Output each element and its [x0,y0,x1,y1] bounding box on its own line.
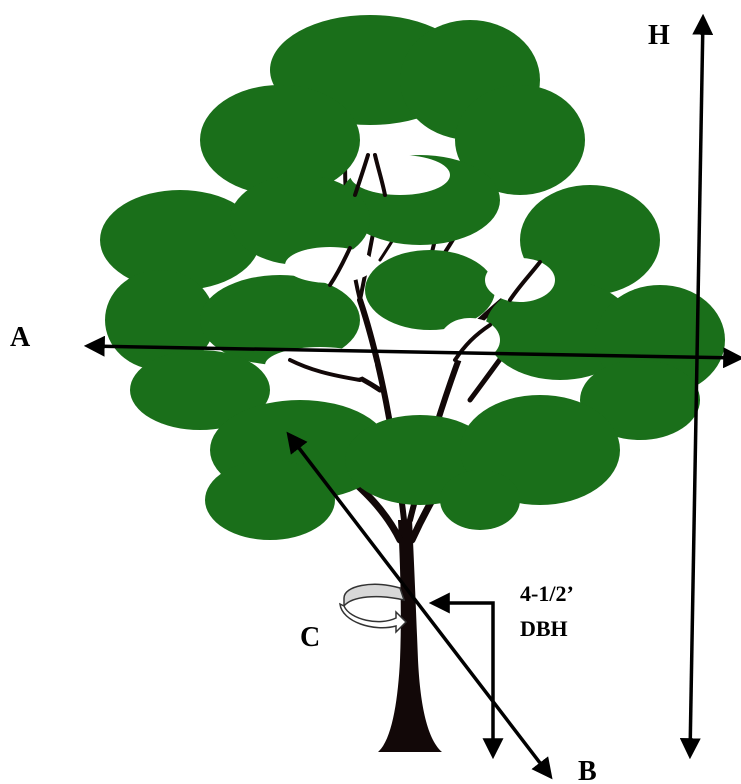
height-arrow-h [679,13,714,760]
label-h: H [648,20,670,51]
label-b: B [578,756,597,784]
dbh-bracket-arrow [428,592,504,760]
circumference-ring-back [343,583,406,609]
circumference-indicator [339,583,408,634]
canopy-lower-left [130,350,270,430]
canopy-center [365,250,495,330]
visible-branch-4 [508,260,542,302]
label-a: A [10,322,31,353]
trunk [378,520,442,752]
tree-canopy [100,15,725,540]
visible-branch-3 [328,246,352,287]
label-c: C [300,622,320,653]
opening-mid-right [485,258,555,302]
canopy-lower-right [580,360,700,440]
visible-branch-2 [373,153,387,197]
canopy-mid-right-top [520,185,660,295]
label-dbh: DBH [520,616,568,641]
measurement-arrows [83,13,741,780]
circumference-ring-front [339,602,408,634]
visible-branch-1 [353,153,370,197]
canopy-upper-right [455,85,585,195]
canopy-low-right [440,470,520,530]
canopy-upper-left [200,85,360,195]
crown-width-arrow-a [83,335,741,369]
crown-spread-arrow-b [286,431,553,780]
canopy-mid-left-top [100,190,260,290]
label-dbh-height: 4-1/2’ [520,581,574,606]
opening-upper [350,155,450,195]
opening-mid-left [285,247,375,283]
canopy-mid-center [230,175,370,265]
